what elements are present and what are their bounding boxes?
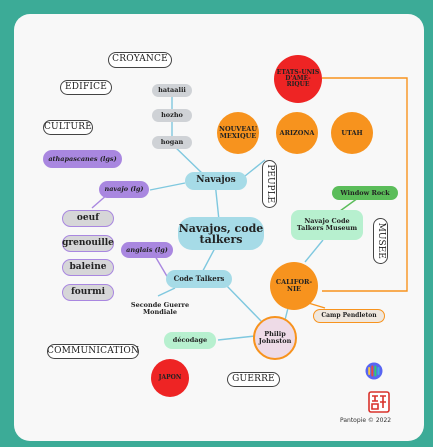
node-hataalii[interactable]: hataalii xyxy=(152,84,192,97)
node-grenouille[interactable]: grenouille xyxy=(62,235,114,252)
tag-culture: CULTURE xyxy=(43,120,93,135)
node-navajos[interactable]: Navajos xyxy=(185,172,247,190)
node-etats-unis[interactable]: ETATS-UNIS D'AMÉ-RIQUE xyxy=(274,55,322,103)
tag-peuple: PEUPLE xyxy=(262,160,277,208)
node-nouveau-mexique[interactable]: NOUVEAU MEXIQUE xyxy=(217,112,259,154)
link-navajos-northeast xyxy=(244,159,266,177)
pantopie-stamp-icon xyxy=(368,391,390,413)
node-philip-johnston[interactable]: Philip Johnston xyxy=(253,316,297,360)
tag-croyance: CROYANCE xyxy=(108,52,172,68)
tag-musee: MUSEE xyxy=(373,218,388,264)
node-californie[interactable]: CALIFOR-NIE xyxy=(270,262,318,310)
pantopie-logo-icon xyxy=(365,362,383,380)
link-etatsunis-californie xyxy=(322,77,408,292)
node-arizona[interactable]: ARIZONA xyxy=(276,112,318,154)
node-athapascanes[interactable]: athapascanes (lgs) xyxy=(43,150,122,168)
node-oeuf[interactable]: oeuf xyxy=(62,210,114,227)
tag-guerre: GUERRE xyxy=(227,372,280,387)
node-window-rock[interactable]: Window Rock xyxy=(332,186,398,200)
node-anglais-lg[interactable]: anglais (lg) xyxy=(121,242,173,258)
link-philip-decodage xyxy=(217,335,256,341)
link-navajos-hogan xyxy=(171,143,206,177)
link-codetalkers-philip xyxy=(224,283,263,323)
node-fourmi[interactable]: fourmi xyxy=(62,284,114,301)
credit-text: Pantopie © 2022 xyxy=(340,417,392,424)
node-baleine[interactable]: baleine xyxy=(62,259,114,276)
node-hogan[interactable]: hogan xyxy=(152,136,192,149)
node-center[interactable]: Navajos, code talkers xyxy=(178,217,264,250)
node-navajo-lg[interactable]: navajo (lg) xyxy=(99,181,149,198)
link-codetalkers-anglais xyxy=(154,255,169,279)
tag-communication: COMMUNICATION xyxy=(47,344,139,359)
node-code-talkers[interactable]: Code Talkers xyxy=(166,270,232,288)
tag-musee-label: MUSEE xyxy=(376,222,387,260)
node-utah[interactable]: UTAH xyxy=(331,112,373,154)
link-navajos-navajolg xyxy=(149,182,186,191)
node-hozho[interactable]: hozho xyxy=(152,109,192,122)
node-museum[interactable]: Navajo Code Talkers Museum xyxy=(291,210,363,240)
tag-edifice: EDIFICE xyxy=(60,80,112,95)
link-museum-windowrock xyxy=(339,197,359,212)
node-japon[interactable]: JAPON xyxy=(151,359,189,397)
node-decodage[interactable]: décodage xyxy=(164,332,216,349)
tag-peuple-label: PEUPLE xyxy=(265,164,276,204)
node-camp-pendleton[interactable]: Camp Pendleton xyxy=(313,309,385,323)
link-codetalkers-seconde xyxy=(157,287,176,297)
node-seconde-guerre[interactable]: Seconde Guerre Mondiale xyxy=(130,301,190,316)
link-californie-museum xyxy=(304,239,324,263)
